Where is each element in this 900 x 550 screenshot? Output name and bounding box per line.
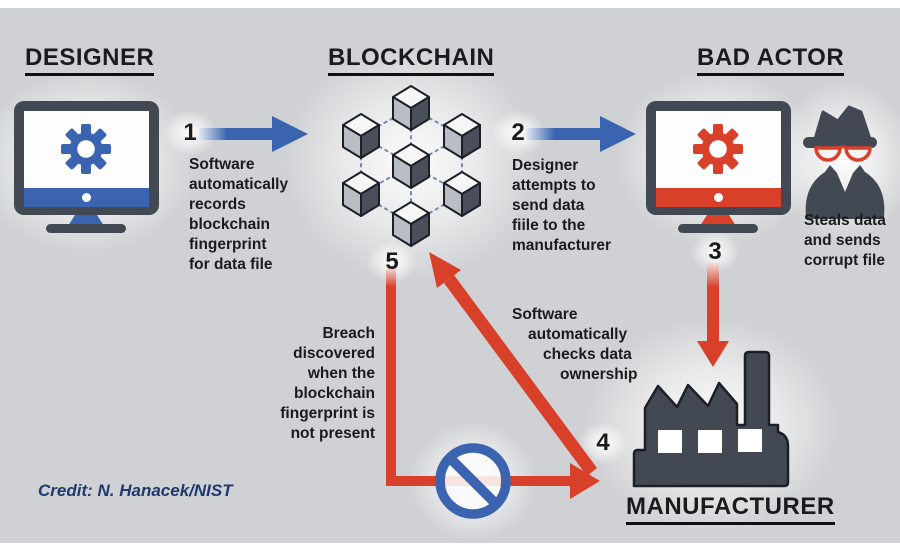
step-1-text: Software automatically records blockchai… bbox=[189, 156, 289, 273]
step-4-text: Software automatically checks data owner… bbox=[505, 305, 638, 385]
spy-icon bbox=[803, 105, 885, 219]
step-5-number: 5 bbox=[385, 248, 399, 275]
heading-blockchain: BLOCKCHAIN bbox=[328, 44, 495, 77]
arrow-3-down-icon bbox=[697, 263, 729, 367]
heading-manufacturer: MANUFACTURER bbox=[626, 493, 835, 526]
step-5-text: Breach discovered when the blockchain fi… bbox=[280, 325, 375, 442]
step-3-text: Steals data and sends corrupt file bbox=[804, 212, 886, 269]
step-3-number: 3 bbox=[708, 238, 722, 265]
arrow-1-right-icon bbox=[199, 116, 308, 152]
red-gear-icon bbox=[693, 124, 743, 174]
step-4-text-line: Software bbox=[512, 306, 578, 323]
credit-line: Credit: N. Hanacek/NIST bbox=[38, 481, 233, 500]
no-entry-icon bbox=[435, 443, 511, 519]
step-1-number: 1 bbox=[183, 119, 197, 146]
blue-gear-icon bbox=[61, 124, 111, 174]
step-2-number: 2 bbox=[511, 119, 525, 146]
heading-bad-actor: BAD ACTOR bbox=[697, 44, 845, 77]
spy-glasses-icon bbox=[814, 146, 842, 162]
step-4-number: 4 bbox=[596, 429, 610, 456]
step-4-text-line: checks data bbox=[543, 346, 632, 363]
arrow-4-up-left-icon bbox=[429, 252, 597, 476]
arrow-2-right-icon bbox=[526, 116, 636, 152]
bad-actor-computer-icon bbox=[646, 101, 791, 233]
step-2-text: Designer attempts to send data fiile to … bbox=[512, 157, 612, 254]
heading-designer: DESIGNER bbox=[25, 44, 155, 77]
step-4-text-line: automatically bbox=[528, 326, 628, 343]
factory-icon bbox=[632, 350, 790, 488]
step-4-text-line: ownership bbox=[560, 366, 638, 383]
designer-computer-icon bbox=[14, 101, 159, 233]
